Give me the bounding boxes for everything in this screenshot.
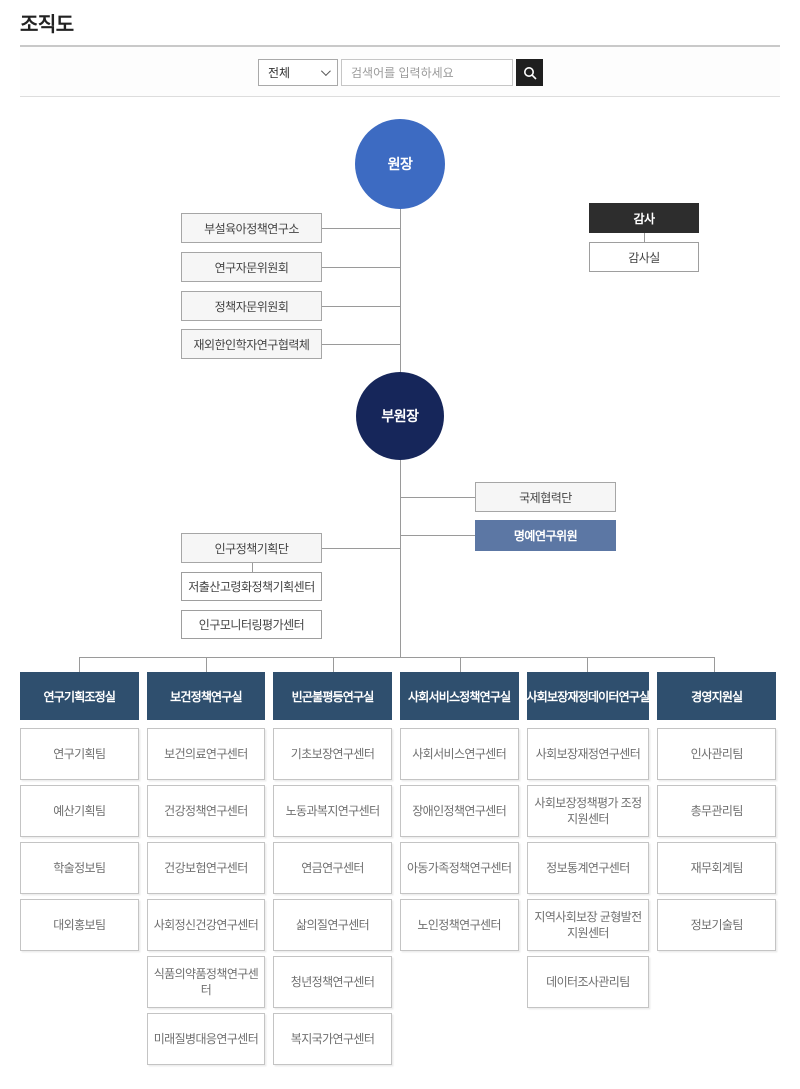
node-overseas-scholars[interactable]: 재외한인학자연구협력체 — [181, 329, 322, 359]
team-box[interactable]: 재무회계팀 — [657, 842, 777, 894]
node-childcare-institute[interactable]: 부설육아정책연구소 — [181, 213, 322, 243]
connector-bottom-horizontal — [79, 657, 715, 658]
search-category-select[interactable]: 전체 — [258, 59, 338, 86]
team-box[interactable]: 보건의료연구센터 — [146, 728, 266, 780]
team-box[interactable]: 사회서비스연구센터 — [399, 728, 519, 780]
node-research-advisory[interactable]: 연구자문위원회 — [181, 252, 322, 282]
team-box[interactable]: 복지국가연구센터 — [273, 1013, 392, 1065]
connector-line — [322, 344, 400, 345]
team-box[interactable]: 연금연구센터 — [273, 842, 392, 894]
connector-line — [322, 267, 400, 268]
division-header[interactable]: 경영지원실 — [657, 672, 777, 720]
divider-top — [20, 45, 780, 47]
team-box[interactable]: 사회보장정책평가 조정지원센터 — [526, 785, 650, 837]
team-box[interactable]: 노동과복지연구센터 — [273, 785, 392, 837]
team-box[interactable]: 사회정신건강연구센터 — [146, 899, 266, 951]
division-column: 보건정책연구실 보건의료연구센터 건강정책연구센터 건강보험연구센터 사회정신건… — [146, 672, 266, 1070]
team-box[interactable]: 노인정책연구센터 — [399, 899, 519, 951]
division-header[interactable]: 보건정책연구실 — [146, 672, 266, 720]
team-box[interactable]: 청년정책연구센터 — [273, 956, 392, 1008]
search-input[interactable] — [341, 59, 513, 86]
connector-stub — [79, 657, 80, 672]
team-box[interactable]: 지역사회보장 균형발전지원센터 — [526, 899, 650, 951]
team-box[interactable]: 정보통계연구센터 — [526, 842, 650, 894]
team-box[interactable]: 사회보장재정연구센터 — [526, 728, 650, 780]
connector-population — [252, 563, 253, 573]
node-auditor[interactable]: 감사 — [589, 203, 699, 233]
team-box[interactable]: 인사관리팀 — [657, 728, 777, 780]
division-header[interactable]: 빈곤불평등연구실 — [273, 672, 392, 720]
connector-line — [400, 535, 475, 536]
division-columns: 연구기획조정실 연구기획팀 예산기획팀 학술정보팀 대외홍보팀 보건정책연구실 … — [20, 672, 777, 1070]
division-column: 사회서비스정책연구실 사회서비스연구센터 장애인정책연구센터 아동가족정책연구센… — [399, 672, 519, 1070]
connector-audit — [644, 233, 645, 242]
connector-stub — [206, 657, 207, 672]
division-header[interactable]: 사회서비스정책연구실 — [399, 672, 519, 720]
node-international-cooperation[interactable]: 국제협력단 — [475, 482, 616, 512]
team-box[interactable]: 학술정보팀 — [20, 842, 139, 894]
team-box[interactable]: 기초보장연구센터 — [273, 728, 392, 780]
divider-bottom — [20, 96, 780, 97]
connector-line — [322, 548, 400, 549]
connector-line — [322, 306, 400, 307]
division-column: 경영지원실 인사관리팀 총무관리팀 재무회계팀 정보기술팀 — [657, 672, 777, 1070]
node-audit-office[interactable]: 감사실 — [589, 242, 699, 272]
connector-stub — [333, 657, 334, 672]
team-box[interactable]: 정보기술팀 — [657, 899, 777, 951]
node-population-policy[interactable]: 인구정책기획단 — [181, 533, 322, 563]
team-box[interactable]: 삶의질연구센터 — [273, 899, 392, 951]
team-box[interactable]: 아동가족정책연구센터 — [399, 842, 519, 894]
node-lowbirth-aging-center[interactable]: 저출산고령화정책기획센터 — [181, 572, 322, 601]
chevron-down-icon — [320, 66, 331, 77]
team-box[interactable]: 연구기획팀 — [20, 728, 139, 780]
division-column: 빈곤불평등연구실 기초보장연구센터 노동과복지연구센터 연금연구센터 삶의질연구… — [273, 672, 392, 1070]
team-box[interactable]: 식품의약품정책연구센터 — [146, 956, 266, 1008]
team-box[interactable]: 건강정책연구센터 — [146, 785, 266, 837]
search-icon — [523, 66, 537, 80]
division-header[interactable]: 사회보장재정데이터연구실 — [526, 672, 650, 720]
division-column: 사회보장재정데이터연구실 사회보장재정연구센터 사회보장정책평가 조정지원센터 … — [526, 672, 650, 1070]
connector-line — [322, 228, 400, 229]
team-box[interactable]: 예산기획팀 — [20, 785, 139, 837]
team-box[interactable]: 대외홍보팀 — [20, 899, 139, 951]
team-box[interactable]: 미래질병대응연구센터 — [146, 1013, 266, 1065]
team-box[interactable]: 장애인정책연구센터 — [399, 785, 519, 837]
search-category-value: 전체 — [268, 66, 291, 80]
team-box[interactable]: 총무관리팀 — [657, 785, 777, 837]
team-box[interactable]: 건강보험연구센터 — [146, 842, 266, 894]
node-honorary-fellows[interactable]: 명예연구위원 — [475, 520, 616, 551]
node-director[interactable]: 원장 — [355, 119, 445, 209]
node-policy-advisory[interactable]: 정책자문위원회 — [181, 291, 322, 321]
connector-line — [400, 497, 475, 498]
connector-stub — [587, 657, 588, 672]
page-title: 조직도 — [20, 14, 74, 36]
connector-stub — [460, 657, 461, 672]
division-column: 연구기획조정실 연구기획팀 예산기획팀 학술정보팀 대외홍보팀 — [20, 672, 139, 1070]
node-population-monitoring-center[interactable]: 인구모니터링평가센터 — [181, 610, 322, 639]
connector-stub — [714, 657, 715, 672]
team-box[interactable]: 데이터조사관리팀 — [526, 956, 650, 1008]
node-vice-director[interactable]: 부원장 — [356, 372, 444, 460]
division-header[interactable]: 연구기획조정실 — [20, 672, 139, 720]
search-button[interactable] — [516, 59, 543, 86]
